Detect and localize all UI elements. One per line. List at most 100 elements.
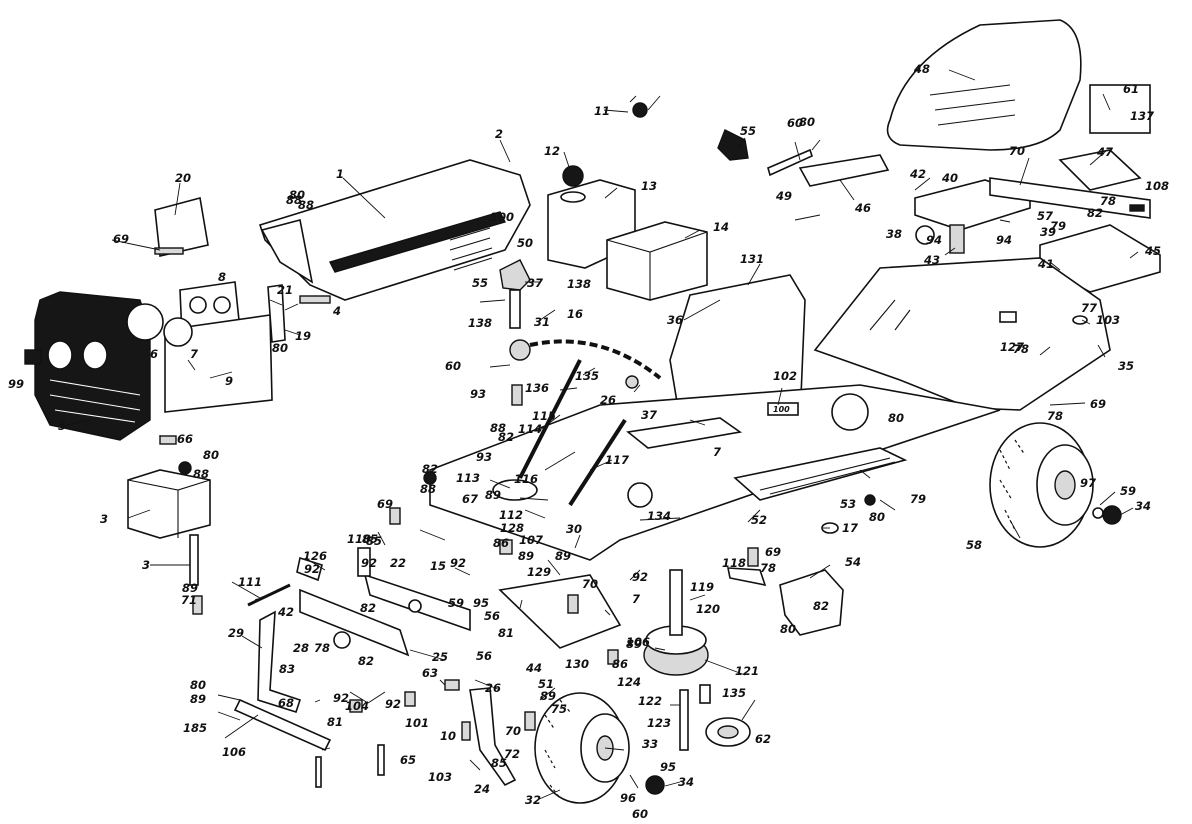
callout: 80 bbox=[190, 678, 206, 692]
callout: 82 bbox=[422, 462, 438, 476]
footrest-right bbox=[733, 447, 908, 501]
callout: 57 bbox=[1037, 209, 1053, 223]
callout: 78 bbox=[1100, 194, 1116, 208]
callout: 82 bbox=[358, 654, 374, 668]
callout: 29 bbox=[228, 626, 244, 640]
callout: 49 bbox=[775, 189, 792, 203]
callout: 3 bbox=[142, 558, 150, 572]
callout: 9 bbox=[225, 374, 233, 388]
callout: 14 bbox=[713, 220, 729, 234]
pin-shaft bbox=[189, 534, 203, 615]
fender-body bbox=[813, 257, 1111, 411]
callout: 80 bbox=[799, 115, 815, 129]
callout: 113 bbox=[456, 471, 480, 485]
callout: 128 bbox=[500, 521, 524, 535]
callout: 185 bbox=[183, 721, 207, 735]
callout: 7 bbox=[713, 445, 721, 459]
callout: 130 bbox=[565, 657, 589, 671]
pedal-bracket bbox=[469, 687, 517, 787]
callout: 7 bbox=[190, 347, 198, 361]
callout: 123 bbox=[647, 716, 671, 730]
callout: 80 bbox=[272, 341, 288, 355]
callout: 38 bbox=[886, 227, 902, 241]
callout: 96 bbox=[620, 791, 636, 805]
callout: 101 bbox=[405, 716, 429, 730]
mid-plate bbox=[498, 574, 622, 649]
callout: 86 bbox=[612, 657, 628, 671]
callout: 69 bbox=[1090, 397, 1106, 411]
callout: 77 bbox=[1081, 301, 1097, 315]
callout: 127 bbox=[1000, 340, 1024, 354]
callout: 15 bbox=[430, 559, 446, 573]
callout: 99 bbox=[8, 377, 24, 391]
callout: 89 bbox=[626, 637, 642, 651]
callout: 35 bbox=[1118, 359, 1134, 373]
callout: 102 bbox=[773, 369, 797, 383]
callout: 138 bbox=[468, 316, 492, 330]
callout: 6 bbox=[150, 347, 158, 361]
callout: 106 bbox=[222, 745, 246, 759]
tie-rod bbox=[247, 583, 291, 607]
callout: 82 bbox=[813, 599, 829, 613]
callout: 48 bbox=[913, 62, 930, 76]
callout: 34 bbox=[678, 775, 694, 789]
callout: 20 bbox=[175, 171, 191, 185]
callout: 88 bbox=[193, 467, 209, 481]
callout: 5 bbox=[58, 419, 66, 433]
pulley bbox=[705, 717, 751, 747]
callout: 81 bbox=[327, 715, 343, 729]
callout: 79 bbox=[910, 492, 926, 506]
callout: 52 bbox=[751, 513, 767, 527]
callout: 4 bbox=[332, 304, 341, 318]
callout: 122 bbox=[638, 694, 662, 708]
battery bbox=[606, 221, 708, 301]
callout: 75 bbox=[551, 702, 567, 716]
callout: 65 bbox=[400, 753, 416, 767]
callout: 78 bbox=[1047, 409, 1063, 423]
drive-bolt bbox=[679, 689, 689, 751]
callout: 32 bbox=[525, 793, 541, 807]
callout: 83 bbox=[279, 662, 295, 676]
callout: 135 bbox=[575, 369, 599, 383]
callout: 92 bbox=[450, 556, 466, 570]
callout: 13 bbox=[641, 179, 657, 193]
callout: 92 bbox=[304, 562, 320, 576]
callout: 69 bbox=[113, 232, 129, 246]
front-wheel-cap bbox=[645, 775, 665, 795]
callout: 69 bbox=[377, 497, 393, 511]
callout: 70 bbox=[582, 577, 598, 591]
lower-arm bbox=[233, 698, 332, 752]
mount-bracket bbox=[267, 284, 286, 343]
callout: 1 bbox=[336, 167, 344, 181]
callout: 136 bbox=[525, 381, 549, 395]
leader-lines bbox=[65, 69, 1139, 801]
callout: 42 bbox=[277, 605, 294, 619]
callout: 88 bbox=[298, 198, 314, 212]
callout: 92 bbox=[333, 691, 349, 705]
callout: 19 bbox=[295, 329, 311, 343]
callout: 103 bbox=[428, 770, 452, 784]
callout: 72 bbox=[504, 747, 520, 761]
callout: 66 bbox=[177, 432, 193, 446]
callout: 71 bbox=[181, 593, 197, 607]
callout: 89 bbox=[182, 581, 198, 595]
callout: 26 bbox=[600, 393, 616, 407]
callout: 70 bbox=[505, 724, 521, 738]
callout: 92 bbox=[385, 697, 401, 711]
callout: 80 bbox=[888, 411, 904, 425]
callout: 94 bbox=[926, 233, 942, 247]
callout: 69 bbox=[765, 545, 781, 559]
callout: 46 bbox=[854, 201, 871, 215]
callout: 44 bbox=[525, 661, 542, 675]
callout: 82 bbox=[360, 601, 376, 615]
callout: 26 bbox=[485, 681, 501, 695]
tool-box bbox=[127, 469, 211, 539]
frame bbox=[429, 384, 1001, 561]
callout: 43 bbox=[923, 253, 940, 267]
callout: 116 bbox=[514, 472, 538, 486]
belt-guard bbox=[779, 569, 844, 636]
callout: 115 bbox=[532, 409, 556, 423]
cable-loop bbox=[529, 339, 662, 380]
callout: 93 bbox=[476, 450, 492, 464]
